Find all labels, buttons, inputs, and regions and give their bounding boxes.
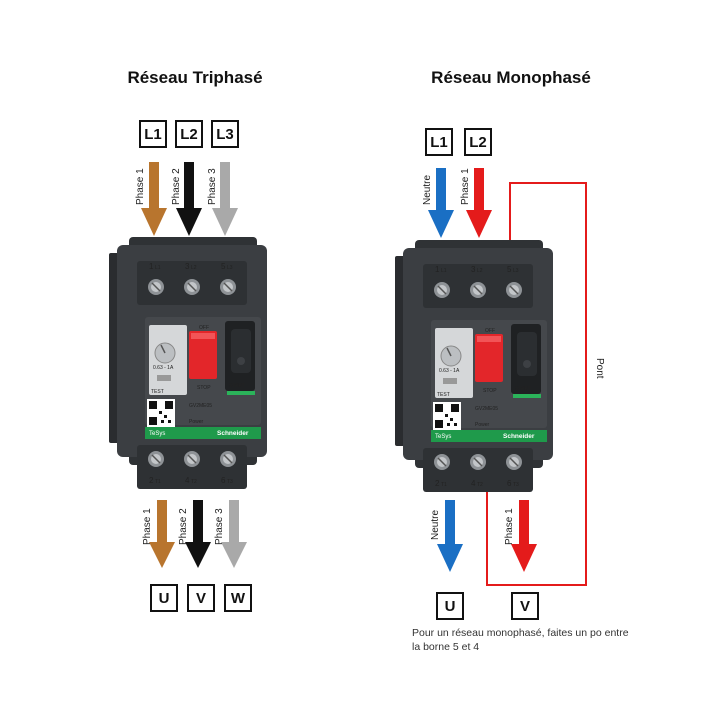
svg-text:2: 2 [435, 479, 440, 488]
svg-text:GV2ME05: GV2ME05 [189, 403, 212, 409]
label-neutral-top: Neutre [422, 175, 433, 205]
svg-text:5: 5 [221, 262, 226, 271]
input-box-l3: L3 [211, 120, 239, 148]
svg-text:3: 3 [185, 262, 190, 271]
arrow-phase2-top [176, 162, 202, 236]
arrow-phase1-bottom [149, 500, 175, 568]
svg-text:TEST: TEST [437, 392, 450, 398]
input-box-l2: L2 [175, 120, 203, 148]
svg-text:TeSys: TeSys [435, 434, 451, 440]
arrow-live-bottom [511, 500, 537, 572]
svg-text:T3: T3 [227, 479, 233, 485]
svg-text:Schneider: Schneider [503, 433, 535, 440]
svg-text:STOP: STOP [197, 385, 211, 391]
input-box-right-l1: L1 [425, 128, 453, 156]
label-phase3-top: Phase 3 [207, 168, 218, 205]
svg-text:STOP: STOP [483, 388, 497, 394]
svg-text:6: 6 [507, 479, 512, 488]
device-right: 1 L1 3 L2 5 L3 OFF STOP START TEST 0.63 … [394, 239, 554, 493]
title-three-phase: Réseau Triphasé [127, 68, 263, 87]
output-box-v: V [187, 584, 215, 612]
svg-text:L1: L1 [441, 268, 447, 274]
svg-text:L3: L3 [227, 265, 233, 271]
svg-text:1: 1 [149, 262, 154, 271]
bridge-wire [486, 182, 587, 586]
svg-text:T2: T2 [191, 479, 197, 485]
svg-text:1: 1 [435, 265, 440, 274]
svg-text:4: 4 [471, 479, 476, 488]
svg-text:T1: T1 [441, 482, 447, 488]
svg-text:GV2ME05: GV2ME05 [475, 406, 498, 412]
output-box-right-u: U [436, 592, 464, 620]
svg-text:0.63 - 1A: 0.63 - 1A [153, 365, 174, 371]
label-live-top: Phase 1 [460, 168, 471, 205]
svg-text:3: 3 [471, 265, 476, 274]
output-box-u: U [150, 584, 178, 612]
label-phase3-bottom: Phase 3 [214, 508, 225, 545]
svg-text:T3: T3 [513, 482, 519, 488]
svg-text:2: 2 [149, 476, 154, 485]
arrow-neutral-bottom [437, 500, 463, 572]
bridge-label: Pont [594, 358, 605, 379]
svg-text:L2: L2 [191, 265, 197, 271]
input-box-right-l2: L2 [464, 128, 492, 156]
svg-text:L2: L2 [477, 268, 483, 274]
title-single-phase: Réseau Monophasé [431, 68, 591, 87]
label-phase1-top: Phase 1 [135, 168, 146, 205]
svg-text:TEST: TEST [151, 389, 164, 395]
svg-text:4: 4 [185, 476, 190, 485]
arrow-phase3-bottom [221, 500, 247, 568]
svg-text:START: START [229, 383, 245, 389]
label-neutral-bottom: Neutre [430, 510, 441, 540]
arrow-phase3-top [212, 162, 238, 236]
label-phase2-top: Phase 2 [171, 168, 182, 205]
svg-text:T1: T1 [155, 479, 161, 485]
output-box-w: W [224, 584, 252, 612]
svg-text:5: 5 [507, 265, 512, 274]
output-box-right-v: V [511, 592, 539, 620]
label-phase2-bottom: Phase 2 [178, 508, 189, 545]
svg-text:L1: L1 [155, 265, 161, 271]
arrow-phase1-top [141, 162, 167, 236]
arrow-live-top [466, 168, 492, 238]
arrow-phase2-bottom [185, 500, 211, 568]
svg-text:OFF: OFF [485, 328, 495, 334]
input-box-l1: L1 [139, 120, 167, 148]
svg-text:L3: L3 [513, 268, 519, 274]
svg-text:6: 6 [221, 476, 226, 485]
svg-text:Power: Power [475, 422, 490, 428]
bridge-note: Pour un réseau monophasé, faites un po e… [412, 627, 629, 653]
svg-text:Power: Power [189, 419, 204, 425]
svg-text:Schneider: Schneider [217, 430, 249, 437]
svg-text:START: START [515, 386, 531, 392]
svg-text:0.63 - 1A: 0.63 - 1A [439, 368, 460, 374]
device-left: 1 L1 3 L2 5 L3 OFF STOP START TEST 0.63 … [108, 236, 268, 490]
svg-text:TeSys: TeSys [149, 431, 165, 437]
label-live-bottom: Phase 1 [504, 508, 515, 545]
arrow-neutral-top [428, 168, 454, 238]
svg-text:OFF: OFF [199, 325, 209, 331]
svg-text:T2: T2 [477, 482, 483, 488]
label-phase1-bottom: Phase 1 [142, 508, 153, 545]
